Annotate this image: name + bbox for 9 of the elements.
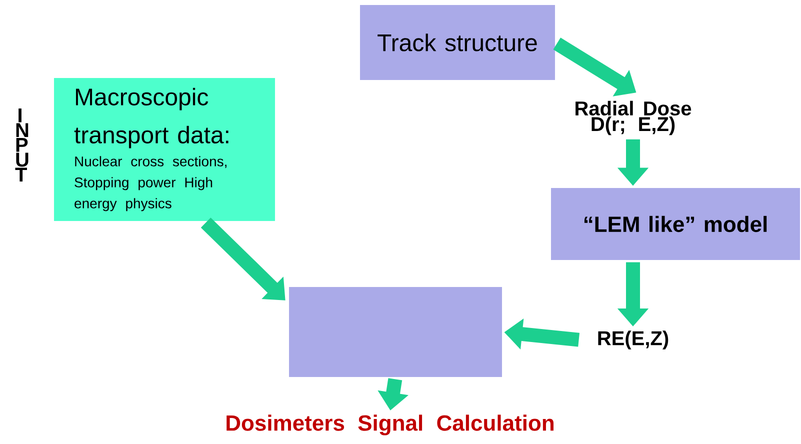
side-label: I N P U T — [15, 108, 28, 182]
result-text: Dosimeters Signal Calculation — [226, 414, 554, 436]
node-text: RE(E,Z) — [598, 330, 668, 350]
input-box: Macroscopic transport data: Nuclear cross sections, Stopping power High energy physics — [54, 78, 275, 221]
block-arrow — [200, 218, 286, 300]
process-box: “LEM like” model — [551, 188, 800, 260]
node-text: Radial Dose D(r; E,Z) — [576, 100, 692, 136]
process-box: Track structure — [360, 5, 555, 80]
process-box — [289, 287, 502, 377]
